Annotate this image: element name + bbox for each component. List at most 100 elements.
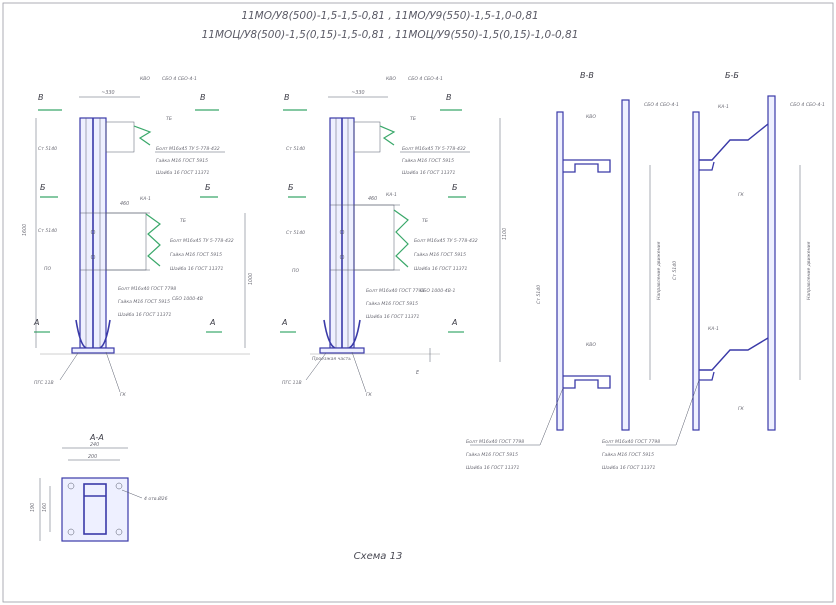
console-plate	[105, 212, 147, 271]
console-bracket	[353, 121, 381, 153]
section-mark-a: А	[281, 318, 287, 327]
note-bolt1: Болт М16х45 ТУ 5-778-432	[156, 146, 220, 152]
note-pb: ПО	[292, 268, 299, 274]
post-gusset	[75, 319, 111, 349]
section-title-bb: В-В	[580, 71, 594, 80]
console-arm-bottom	[699, 337, 769, 371]
note-washer1-lower: Шайба 16 ГОСТ 11371	[170, 266, 223, 272]
leader-line	[351, 351, 367, 393]
dim-1600: 1600	[22, 224, 28, 236]
header-line2: 11МОЦ/У8(500)-1,5(0,15)-1,5-0,81 , 11МОЦ…	[202, 29, 579, 41]
note-nut3: Гайка М16 ГОСТ 5915	[466, 452, 518, 458]
note-st-mid: Ст 5140	[38, 228, 57, 234]
section-bb-view: В-В Направление движения СБО 4 СБО-4-1 К…	[466, 71, 679, 471]
wave-element-top	[133, 125, 152, 146]
base-plate	[71, 347, 115, 354]
anchor-hole	[115, 482, 123, 490]
leader-line	[675, 379, 700, 446]
anchor-hole	[67, 528, 75, 536]
note-tb: ТБ	[410, 116, 416, 122]
header-line1: 11МО/У8(500)-1,5-1,5-0,81 , 11МО/У9(550)…	[241, 10, 538, 22]
note-sbo: СБО 4 СБО-4-1	[644, 102, 679, 108]
note-washer2: Шайба 16 ГОСТ 11371	[118, 312, 171, 318]
note-bolt1-lower: Болт М16х45 ТУ 5-778-432	[414, 238, 478, 244]
anchor-hole	[115, 528, 123, 536]
note-kvo: КВО	[140, 76, 150, 82]
note-ka: КА-1	[140, 196, 151, 202]
note-sbo: СБО 4 СБО-4-1	[408, 76, 443, 82]
note-gk: ГК	[120, 392, 127, 398]
left-elevation-view: В В ~330 Б Б 460 А	[22, 76, 254, 398]
bolt-hole	[339, 229, 345, 235]
anchor-hole	[67, 482, 75, 490]
section-mark-e: Б	[452, 183, 458, 192]
note-dir-ee: Направление движения	[806, 241, 812, 300]
note-bolt2: Болт М16х40 ГОСТ 7798	[118, 286, 176, 292]
note-tb-lower: ТБ	[180, 218, 186, 224]
note-pb: ПО	[44, 266, 51, 272]
console-bracket	[105, 121, 135, 153]
section-aa-view: А-А 240 200 190 160 4 отв.Ø26	[30, 433, 168, 542]
note-gk: ГК	[738, 192, 745, 198]
note-tb-lower: ТБ	[422, 218, 428, 224]
note-sbo2: СБО 1000-4В	[172, 296, 203, 302]
dim-330: ~330	[351, 90, 364, 96]
note-washer1: Шайба 16 ГОСТ 11371	[402, 170, 455, 176]
console-plate	[353, 204, 395, 271]
wave-beam-profile	[145, 213, 161, 267]
bolt-hole	[90, 254, 96, 260]
note-st-mid: Ст 5140	[286, 230, 305, 236]
middle-elevation-view: В В ~330 Б Б 460 Проезжая часть А А 1100	[280, 76, 508, 398]
dim-1100: 1100	[502, 228, 508, 240]
section-mark-a: А	[209, 318, 215, 327]
post-gusset	[323, 319, 361, 349]
note-kvo: КВО	[586, 114, 596, 120]
note-bolt2: Болт М16х40 ГОСТ 7798	[366, 288, 424, 294]
post-footprint	[83, 483, 107, 535]
note-nut2: Гайка М16 ГОСТ 5915	[366, 301, 418, 307]
note-pavement: Проезжая часть	[312, 356, 351, 362]
note-holes: 4 отв.Ø26	[144, 495, 168, 502]
dim-1000: 1000	[248, 273, 254, 285]
note-nut3: Гайка М16 ГОСТ 5915	[602, 452, 654, 458]
note-washer1-lower: Шайба 16 ГОСТ 11371	[414, 266, 467, 272]
note-washer1: Шайба 16 ГОСТ 11371	[156, 170, 209, 176]
note-gk: ГК	[366, 392, 373, 398]
note-ka: КА-1	[718, 104, 729, 110]
note-ka: КА-1	[386, 192, 397, 198]
console-hook-bottom	[699, 371, 715, 381]
note-st: Ст 5140	[286, 146, 305, 152]
section-mark-a: А	[451, 318, 457, 327]
beam-vertical	[621, 99, 630, 431]
section-mark-e: Б	[40, 183, 46, 192]
note-pgs: ПГС 11В	[34, 380, 54, 386]
dim-aa-160: 160	[42, 503, 48, 512]
console-bottom	[563, 375, 611, 389]
base-plate	[319, 347, 365, 354]
dim-460: 460	[120, 201, 129, 207]
bolt-hole	[339, 254, 345, 260]
note-kvo: КВО	[386, 76, 396, 82]
note-gk-lower: ГК	[738, 406, 745, 412]
leader-line	[59, 352, 79, 381]
note-bolt1-lower: Болт М16х45 ТУ 5-778-432	[170, 238, 234, 244]
dim-e: Е	[416, 370, 420, 376]
section-mark-b: В	[446, 93, 452, 102]
note-bolt3: Болт М16х40 ГОСТ 7798	[466, 439, 524, 445]
scheme-caption: Схема 13	[354, 551, 403, 562]
note-tb: ТБ	[166, 116, 172, 122]
note-bolt1: Болт М16х45 ТУ 5-778-432	[402, 146, 466, 152]
note-nut1: Гайка М16 ГОСТ 5915	[402, 158, 454, 164]
dim-330: ~330	[101, 90, 114, 96]
note-washer2: Шайба 16 ГОСТ 11371	[366, 314, 419, 320]
section-mark-e: Б	[205, 183, 211, 192]
section-mark-b: В	[200, 93, 206, 102]
note-nut1-lower: Гайка М16 ГОСТ 5915	[414, 252, 466, 258]
post-side-profile	[692, 111, 700, 431]
note-sbo: СБО 4 СБО-4-1	[790, 102, 825, 108]
note-nut1-lower: Гайка М16 ГОСТ 5915	[170, 252, 222, 258]
section-mark-b: В	[38, 93, 44, 102]
section-ee-view: Б-Б Направление движения СБО 4 СБО-4-1 К…	[602, 71, 825, 471]
